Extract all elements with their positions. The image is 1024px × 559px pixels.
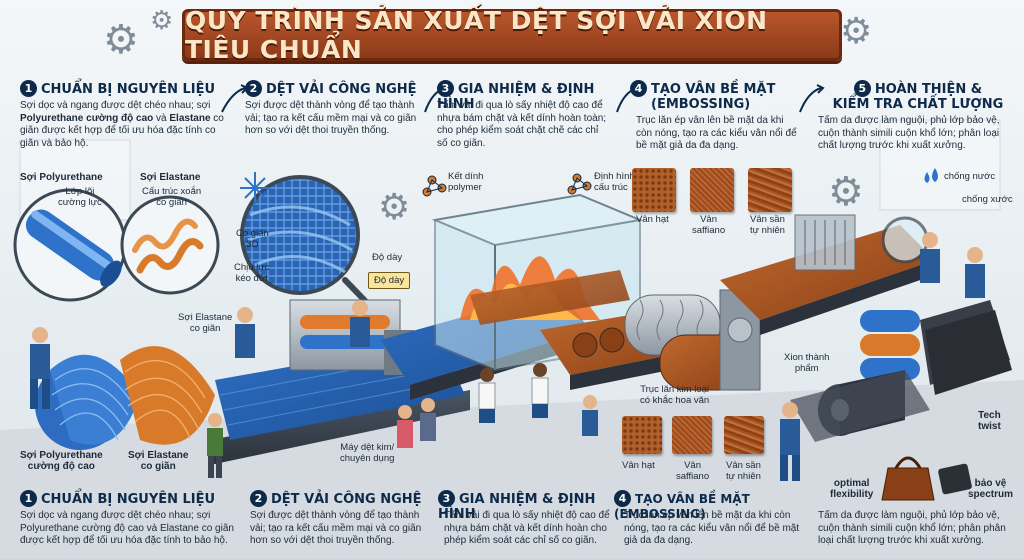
step-3-description: Tấm vải đi qua lò sấy nhiệt độ cao để nh… bbox=[437, 100, 607, 149]
step-1-number: 1 bbox=[20, 80, 37, 97]
swatch-natural-bottom bbox=[724, 416, 764, 454]
label-elastane-fiber: Sợi Elastane bbox=[140, 172, 201, 183]
bottom-step-2-number: 2 bbox=[250, 490, 267, 507]
stretch-3d-icon bbox=[240, 172, 270, 204]
worker-6 bbox=[965, 247, 985, 298]
child-5 bbox=[531, 363, 549, 418]
leather-sample-icon bbox=[938, 463, 972, 495]
bottom-step-4-description: Trục lăn ép vân lên bề mặt da khi còn nó… bbox=[624, 510, 800, 546]
bottom-step-5-description: Tấm da được làm nguội, phủ lớp bảo vệ, c… bbox=[818, 510, 1006, 546]
swatch-saffiano bbox=[690, 168, 734, 212]
swatch-saffiano-bottom bbox=[672, 416, 712, 454]
child-4 bbox=[478, 368, 496, 423]
step-5-description: Tấm da được làm nguội, phủ lớp bảo vệ, c… bbox=[818, 115, 1000, 151]
step-2-description: Sợi được dệt thành vòng để tạo thành vải… bbox=[245, 100, 417, 136]
worker-2 bbox=[235, 307, 255, 358]
bottom-step-2-description: Sợi được dệt thành vòng để tạo thành vải… bbox=[250, 510, 422, 546]
child-3 bbox=[420, 398, 436, 441]
water-drop-icon bbox=[932, 168, 938, 182]
bottom-step-1-number: 1 bbox=[20, 490, 37, 507]
child-1 bbox=[207, 413, 223, 478]
swatch-grain bbox=[632, 168, 676, 212]
step-5-number: 5 bbox=[853, 80, 871, 97]
gear-icon: ⚙ bbox=[828, 169, 864, 215]
finished-rolls bbox=[790, 300, 1012, 442]
water-drop-icon-2 bbox=[924, 172, 930, 183]
handbag-icon bbox=[881, 456, 935, 501]
elastane-fiber-magnifier bbox=[120, 195, 220, 295]
label-thickness: Độ dày bbox=[372, 252, 403, 263]
gear-icon: ⚙ bbox=[378, 187, 411, 228]
molecule-icons bbox=[422, 173, 592, 197]
label-waterproof: chống nước bbox=[944, 171, 996, 182]
label-knitting-machine: Máy dệt kim/chuyên dụng bbox=[340, 442, 395, 464]
knit-magnifier bbox=[240, 175, 375, 311]
worker-4 bbox=[780, 402, 800, 481]
worker-5 bbox=[920, 232, 940, 283]
title-banner: QUY TRÌNH SẢN XUẤT DỆT SỢI VẢI XION TIÊU… bbox=[182, 6, 842, 64]
bottom-step-3-description: Tấm vải đi qua lò sấy nhiệt độ cao để nh… bbox=[444, 510, 610, 546]
page-title: QUY TRÌNH SẢN XUẤT DỆT SỢI VẢI XION TIÊU… bbox=[185, 6, 768, 64]
label-pu-fiber: Sợi Polyurethane bbox=[20, 172, 103, 183]
label-grain: Vân hạt bbox=[636, 214, 669, 225]
step-2-number: 2 bbox=[245, 80, 262, 97]
embossing-rollers bbox=[624, 289, 761, 391]
child-2 bbox=[397, 405, 413, 448]
fiber-bundles bbox=[35, 346, 215, 450]
bottom-step-4-number: 4 bbox=[614, 490, 631, 507]
gear-icon: ⚙ bbox=[103, 17, 139, 63]
workers bbox=[30, 232, 985, 481]
step-4-number: 4 bbox=[630, 80, 647, 97]
step-3-number: 3 bbox=[437, 80, 454, 97]
step-1-description: Sợi dọc và ngang được dệt chéo nhau; sợi… bbox=[20, 100, 224, 149]
thickness-tag: Độ dày bbox=[368, 272, 411, 289]
gear-icon: ⚙ bbox=[840, 11, 873, 52]
swatch-natural bbox=[748, 168, 792, 212]
bottom-step-3-number: 3 bbox=[438, 490, 455, 507]
child-6 bbox=[582, 395, 598, 436]
gear-icon: ⚙ bbox=[150, 6, 174, 36]
label-scratch-resistant: chống xước bbox=[962, 194, 1013, 205]
pu-fiber-magnifier bbox=[13, 188, 127, 302]
worker-3 bbox=[350, 300, 370, 347]
worker-1 bbox=[30, 327, 50, 409]
bottom-step-1-description: Sợi dọc và ngang được dệt chéo nhau; sợi… bbox=[20, 510, 234, 546]
step-4-description: Trục lăn ép vân lên bề mặt da khi còn nó… bbox=[636, 115, 797, 151]
swatch-grain-bottom bbox=[622, 416, 662, 454]
finishing-line bbox=[720, 214, 937, 335]
label-grain-bottom: Vân hạt bbox=[622, 460, 655, 471]
